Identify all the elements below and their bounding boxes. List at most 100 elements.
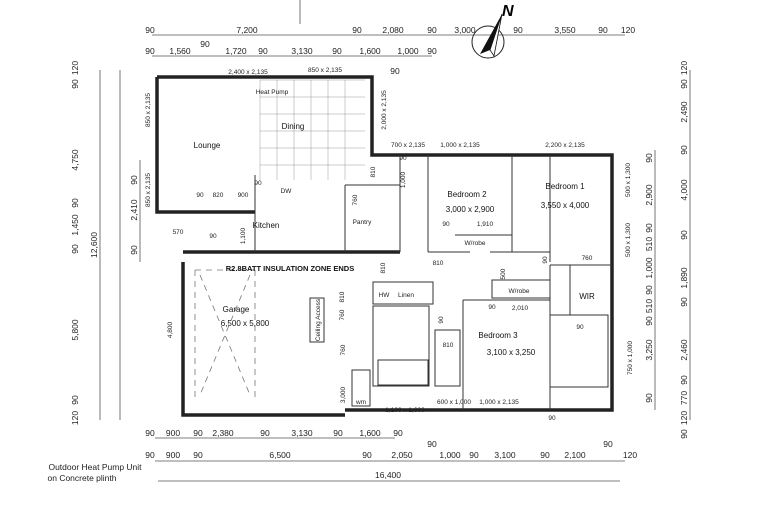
dimension: 90 [679,230,689,240]
dimension: 1,100 [240,227,247,244]
dimension: 1,000 [439,450,461,460]
dimension: 90 [70,79,80,89]
dimension: 120 [70,61,80,75]
dimension: 90 [644,285,654,295]
dimension: 900 [166,450,180,460]
dishwasher-label: DW [281,188,293,195]
room-label-wir: WIR [579,292,595,301]
note-line: on Concrete plinth [48,473,117,483]
dimension: 90 [644,393,654,403]
hot-water-label: HW [379,292,391,299]
dimension: 760 [582,255,593,262]
garage-door-swing [194,269,325,400]
dimension: 90 [129,245,139,255]
room-label-wrobe: W/robe [509,288,530,295]
dimension: 510 [644,237,654,251]
dimension: 90 [70,395,80,405]
dimension: 1,000 [397,46,419,56]
dimension: 90 [679,297,689,307]
dimension: 90 [438,316,445,324]
dimension: 3,000 [340,386,347,403]
dimension: 90 [70,244,80,254]
dimension: 2,080 [382,25,404,35]
window-label: 2,000 x 2,135 [381,90,388,130]
dimension: 500 [500,268,507,279]
dimension: 810 [339,291,346,302]
dimension: 90 [352,25,362,35]
dimension: 3,250 [644,339,654,361]
dimension: 90 [427,439,437,449]
dimension: 6,500 [269,450,291,460]
dimension: 90 [679,429,689,439]
dimension: 1,600 [359,46,381,56]
dimension: 90 [644,316,654,326]
window-label: 500 x 1,300 [625,163,632,197]
dimension: 90 [603,439,613,449]
washing-machine-label: wm [355,399,366,406]
dimension-total: 12,600 [89,232,99,258]
dimension: 90 [644,153,654,163]
tile-grid [259,79,365,180]
room-label-pantry: Pantry [353,219,373,226]
window-label: 850 x 2,135 [308,67,342,74]
dimension: 90 [576,324,584,331]
window-label: 1,000 x 2,135 [440,142,480,149]
dimension: 90 [679,375,689,385]
dimension: 90 [254,180,262,187]
window-label: 850 x 2,135 [145,93,152,127]
dimension: 760 [339,309,346,320]
window-label: 1,100 x 1,000 [385,407,425,414]
dimension: 90 [332,46,342,56]
room-label-linen: Linen [398,292,414,299]
dimension: 90 [488,304,496,311]
dimension: 90 [540,450,550,460]
dimension: 90 [70,198,80,208]
dimension: 1,000 [644,257,654,279]
window-label: 850 x 2,135 [145,173,152,207]
room-size: 6,500 x 5,800 [221,319,270,328]
dimension: 2,100 [564,450,586,460]
room-size: 3,000 x 2,900 [446,205,495,214]
dimension: 90 [145,428,155,438]
dimension: 1,720 [225,46,247,56]
dimension: 2,380 [212,428,234,438]
dimension: 120 [70,411,80,425]
dimension: 90 [393,428,403,438]
dimension: 90 [200,39,210,49]
room-label-bedroom1: Bedroom 1 [545,182,585,191]
dimension: 90 [145,46,155,56]
dimension: 2,010 [512,305,529,312]
window-label: 600 x 1,000 [437,399,471,406]
dimension-total: 16,400 [375,470,401,480]
room-label-wrobe: W/robe [465,240,486,247]
dimension: 90 [193,428,203,438]
dimension: 90 [390,66,400,76]
dimension: 120 [623,450,637,460]
window-label: 750 x 1,000 [627,341,634,375]
dimension: 120 [679,61,689,75]
dimension: 90 [548,415,556,422]
dimension: 90 [129,175,139,185]
heat-pump-label: Heat Pump [256,89,289,96]
dimension: 3,100 [494,450,516,460]
dimension: 90 [362,450,372,460]
dimension: 900 [238,192,249,199]
dimension: 810 [380,262,387,273]
window-label: 1,000 x 2,135 [479,399,519,406]
dimension: 90 [209,233,217,240]
dimension: 5,800 [70,319,80,341]
dimension: 810 [370,166,377,177]
dimension: 810 [433,260,444,267]
dimension: 4,800 [167,321,174,338]
dimension: 3,550 [554,25,576,35]
dimension: 820 [213,192,224,199]
dimension: 90 [644,223,654,233]
dimension: 810 [443,342,454,349]
dimension: 2,050 [391,450,413,460]
dimension: 90 [469,450,479,460]
dimension: 1,000 [400,171,407,188]
note-line: Outdoor Heat Pump Unit [48,462,142,472]
dimension: 2,460 [679,339,689,361]
dimension: 90 [679,79,689,89]
